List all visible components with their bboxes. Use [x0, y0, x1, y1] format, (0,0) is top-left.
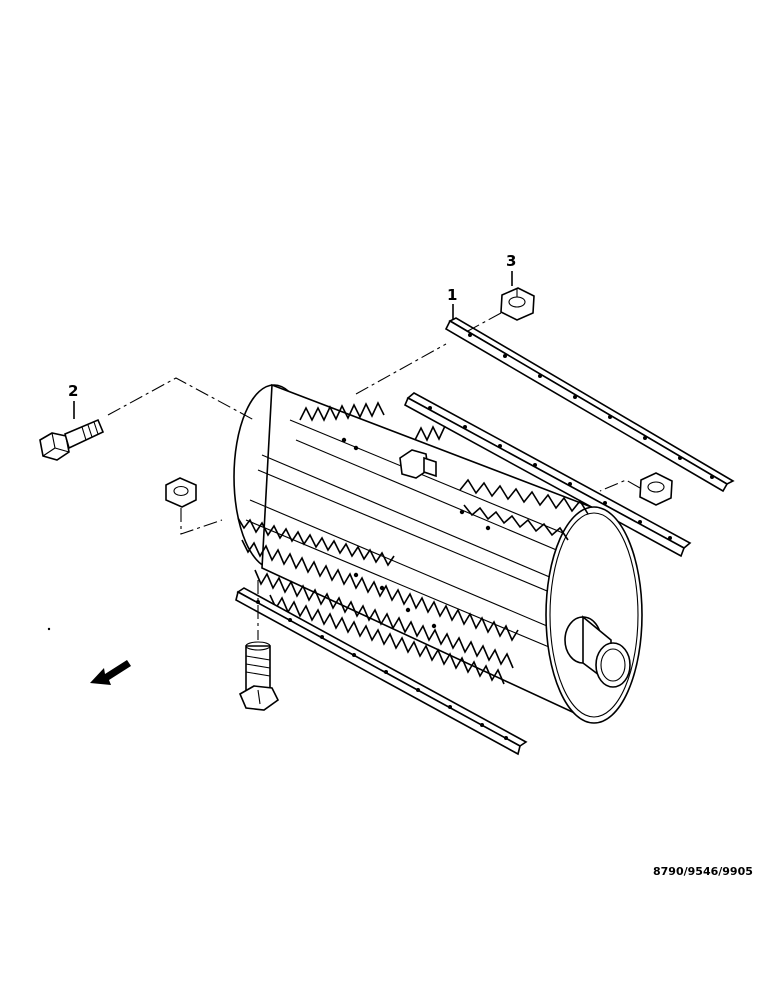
drum-shaft	[564, 615, 631, 688]
knife-strip-bottom	[235, 587, 528, 756]
bolt-left	[39, 418, 105, 461]
arrow-icon	[90, 660, 131, 685]
callout-3: 3	[506, 252, 516, 286]
callout-2: 2	[68, 382, 78, 419]
callout-3-number: 3	[506, 252, 516, 270]
drum-bolt	[399, 449, 437, 479]
knife-strip-top	[444, 317, 735, 493]
callout-1-number: 1	[447, 286, 457, 304]
callout-2-number: 2	[68, 382, 78, 400]
nut-top	[500, 287, 535, 321]
nut-left	[165, 477, 197, 508]
bolt-bottom	[238, 580, 280, 711]
drawing-reference: 8790/9546/9905	[653, 865, 753, 878]
drum-knives	[237, 401, 589, 685]
nut-right	[639, 472, 673, 506]
